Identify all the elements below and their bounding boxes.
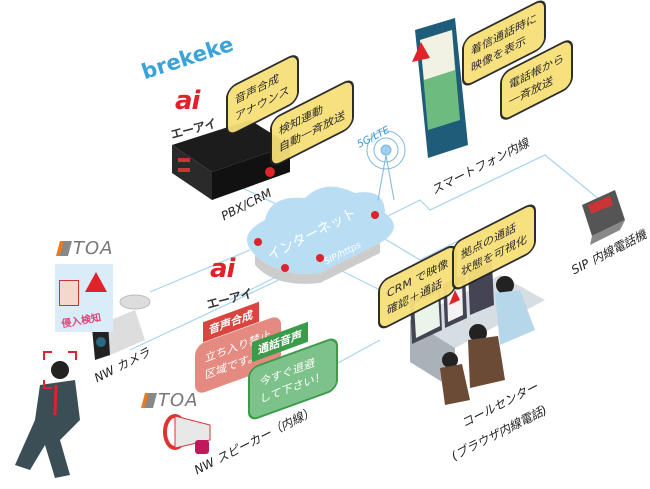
ai-logo: ai <box>175 86 200 116</box>
face-photo-icon <box>59 280 79 306</box>
nw-speaker-icon <box>163 414 211 454</box>
internet-cloud-shape <box>247 186 394 284</box>
smartphone-icon <box>412 18 468 158</box>
intrusion-alert-text: 侵入検知 <box>60 312 102 331</box>
intruder-person-icon <box>15 351 80 478</box>
toa-logo-camera: TOA <box>55 238 113 259</box>
cell-tower-icon <box>366 130 406 201</box>
ai-logo-speaker: ai <box>210 254 235 284</box>
intrusion-alert-card: 侵入検知 <box>55 264 113 332</box>
toa-logo-speaker: TOA <box>140 390 198 411</box>
warning-icon <box>85 272 107 292</box>
sip-desk-phone-icon <box>582 190 625 245</box>
